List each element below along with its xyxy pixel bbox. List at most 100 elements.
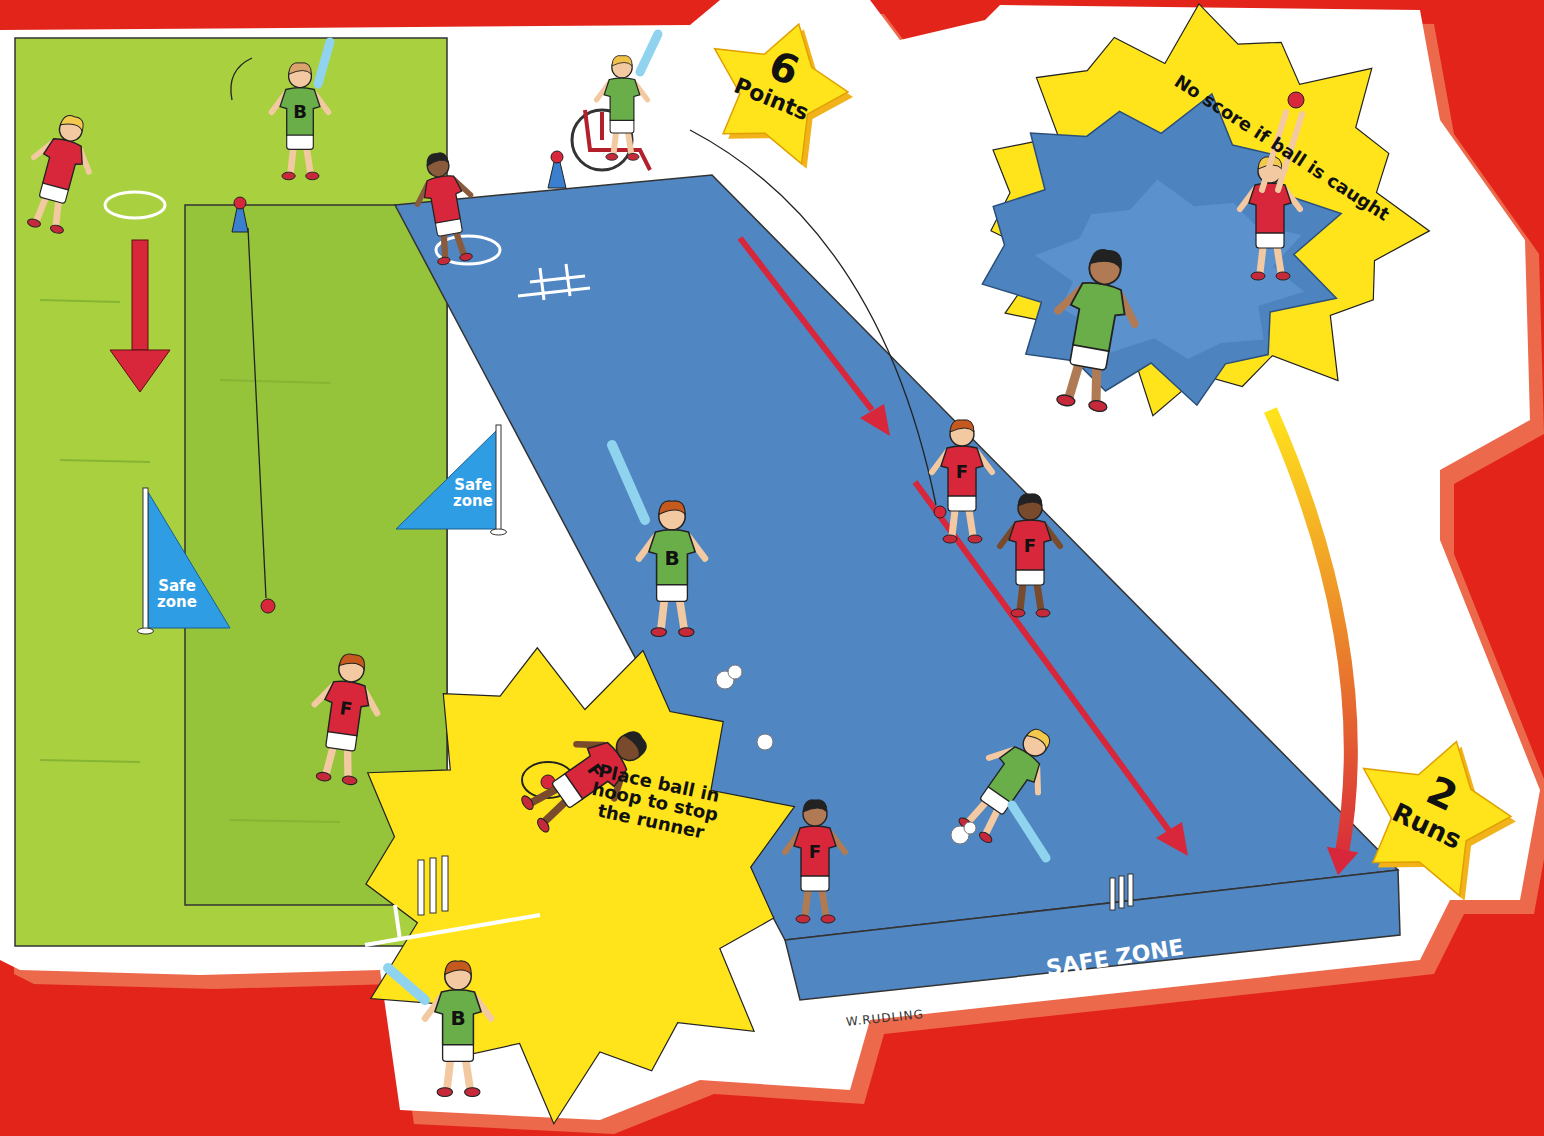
runout-callout: Place ball in hoop to stop the runner [350,640,795,1110]
hoop [522,762,574,798]
running-batter [639,501,705,637]
run-arrow-head [860,404,890,436]
run-arrow [915,482,1170,832]
crease-lines [518,264,590,300]
ball [541,775,555,789]
fielder [932,420,992,543]
crease-line [365,905,540,945]
grass-streak [220,380,330,383]
shirt-letter: B [450,1008,465,1028]
grass-streak [40,760,140,762]
node-shape [785,868,1405,1003]
grass-streak [40,300,120,302]
curved-arrow [1270,410,1358,875]
batter [272,63,329,180]
run-arrow-head [1156,822,1188,856]
fielder [785,800,845,923]
fielder [1000,494,1060,617]
shirt-letter: F [1024,537,1036,555]
score-star: 6 Points [690,18,865,168]
bat [1012,805,1046,858]
sliding-batter [948,715,1068,850]
catch-callout: No score if ball is caught [980,10,1420,410]
stump [1110,878,1115,910]
dust-puff [757,734,773,750]
burst-shape [366,648,795,1124]
run-arrow [740,238,872,410]
stump [1128,874,1133,906]
shirt-letter: B [293,103,307,121]
shirt-letter: F [339,699,354,719]
ball [934,506,946,518]
catcher [1240,157,1300,280]
fielder-girl [16,109,101,237]
bat [318,42,330,84]
stumps [1110,874,1133,910]
safe-zone-flag: Safe zone [396,425,508,535]
stumps [418,856,448,915]
hoop [436,236,500,264]
arrow-shaft [132,240,148,350]
stump [418,860,424,915]
inset-pitch-light [1035,180,1305,359]
dust-puff [964,822,976,834]
arrow-line [1270,410,1350,855]
thrower [304,650,384,787]
ball [261,599,275,613]
stump [442,856,448,911]
ball-trajectory [248,228,266,598]
stump [430,858,436,913]
fielder [513,711,662,843]
bat [612,445,645,520]
shirt-letter: B [664,548,679,568]
safe-zone-band: SAFE ZONE [785,868,1405,1003]
wheelchair-batter [597,55,648,160]
pole-base [491,529,507,535]
flag-pole [496,425,501,532]
raised-arms [1262,112,1302,190]
stump [1119,876,1124,908]
hoop [105,192,165,218]
inset-runner [1042,244,1147,415]
crease-line [518,264,590,300]
ball [234,197,246,209]
bat [640,34,658,72]
grass-streaks [40,300,340,822]
node-shape [350,640,795,1110]
down-arrow [110,240,170,392]
node-text: Safe zone [152,578,202,610]
wheelchair-frame [585,110,650,170]
wheelchair-wheel [572,110,632,170]
ball [551,151,563,163]
node-text: Safe zone [448,477,498,509]
dust-puffs [716,665,976,844]
dust-puff [716,671,734,689]
safe-zone-flag: Safe zone [136,488,230,634]
bat [388,968,425,1000]
grass-streak [230,820,340,822]
band-shape [785,870,1400,1000]
flag-pole [143,488,148,631]
node-shape [136,488,230,634]
fielder [409,149,481,268]
shirt-letter: F [956,463,968,481]
hit-arc [231,58,252,100]
shirt-letter: F [809,843,821,861]
grass-field [15,38,447,946]
dust-puff [951,826,969,844]
pole-base [138,628,154,634]
runner [425,961,491,1097]
batting-tee [548,162,566,188]
flag-shape [396,429,498,529]
arrow-head [110,350,170,392]
ball-trajectory [690,130,936,505]
ball [1288,92,1304,108]
arrow-head [1327,847,1358,875]
grass-streak [60,460,150,462]
batting-tee [232,208,248,232]
star-shape [715,24,848,164]
flag-shape [148,492,230,628]
